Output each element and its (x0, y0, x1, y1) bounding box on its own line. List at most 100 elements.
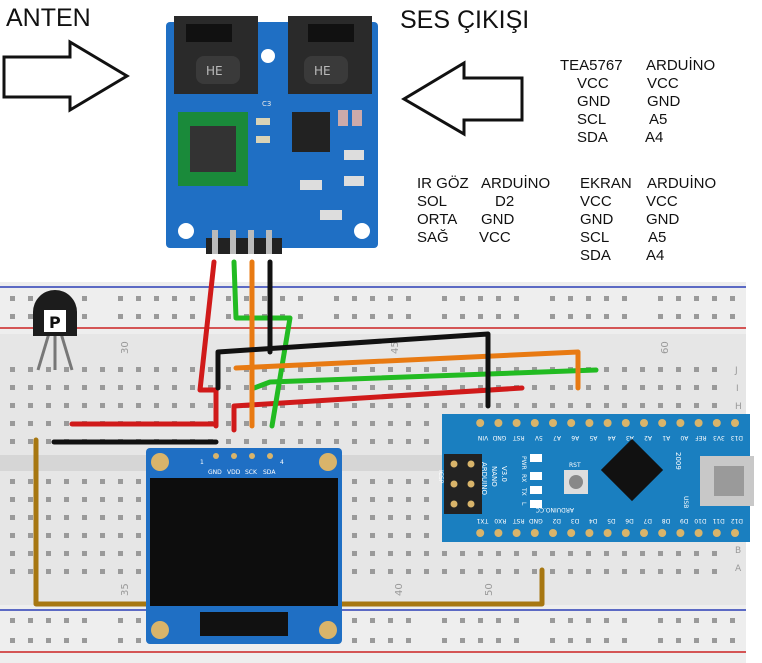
table-cell: GND (646, 211, 680, 228)
nano-pin-label: D10 (694, 517, 706, 524)
nano-pin-label: 3V3 (713, 434, 725, 441)
jack-mark: HE (206, 64, 223, 78)
nano-pin-label: GND (529, 517, 543, 524)
led-label: TX (520, 487, 527, 496)
wire-red (197, 259, 219, 429)
table-cell: VCC (647, 75, 679, 92)
nano-pin-label: D2 (552, 517, 561, 524)
row-letter: B (735, 546, 741, 556)
icsp-label: ICSP (437, 470, 444, 484)
table-cell: ORTA (417, 211, 458, 228)
table-cell: ARDUİNO (646, 57, 716, 74)
led-label: PWR (520, 456, 527, 470)
oled-display: 1 4 GND VDD SCK SDA (146, 448, 342, 644)
nano-pin-label: D4 (589, 517, 598, 524)
row-letter: J (734, 366, 738, 376)
table-cell: EKRAN (580, 175, 632, 192)
nano-pin-label: D7 (643, 517, 652, 524)
table-cell: SCL (577, 111, 607, 128)
table-cell: SDA (580, 247, 611, 264)
table-row: SCL A5 (580, 229, 716, 247)
nano-pin-label: A6 (571, 434, 579, 441)
nano-pads (476, 419, 739, 537)
table-header: IR GÖZ ARDUİNO (417, 175, 550, 193)
row-letter: A (735, 564, 742, 574)
table-cell: ARDUİNO (647, 175, 717, 192)
oled-pin-label: SCK (245, 469, 258, 476)
table-cell: ARDUİNO (481, 175, 551, 192)
nano-pin-label: REF (695, 434, 707, 441)
table-cell: VCC (479, 229, 511, 246)
table-cell: TEA5767 (560, 57, 623, 74)
nano-pin-label: D11 (712, 517, 724, 524)
audio-out-arrow (401, 60, 524, 137)
oled-pin-label: SDA (263, 469, 276, 476)
oled-pin-label: GND (208, 469, 222, 476)
table-row: SDA A4 (580, 247, 716, 265)
table-cell: A5 (648, 229, 667, 246)
nano-pin-label: VIN (478, 434, 488, 441)
table-row: SAĞ VCC (417, 229, 550, 247)
antenna-arrow (2, 39, 130, 113)
nano-pin-label: D13 (731, 434, 743, 441)
ir-sensor-marking: P (49, 313, 61, 332)
table-cell: A4 (645, 129, 664, 146)
nano-pin-label: D9 (680, 517, 689, 524)
nano-pin-label: A1 (662, 434, 670, 441)
table-cell: D2 (495, 193, 515, 210)
table-header: EKRAN ARDUİNO (580, 175, 716, 193)
table-cell: SAĞ (417, 229, 449, 246)
nano-pin-label: D12 (731, 517, 743, 524)
nano-label: V3.0 (500, 466, 508, 482)
table-cell: VCC (646, 193, 678, 210)
led-label: RX (520, 474, 527, 482)
table-row: SDA A4 (560, 129, 715, 147)
wire-red (231, 385, 525, 433)
table-cell: SDA (577, 129, 608, 146)
nano-pin-label: A5 (589, 434, 597, 441)
jack-mark: HE (314, 64, 331, 78)
column-number: 40 (394, 583, 405, 596)
year-label: 2009 (674, 452, 682, 470)
table-cell: GND (481, 211, 515, 228)
column-number: 35 (120, 583, 131, 596)
table-row: GND GND (560, 93, 715, 111)
nano-pin-labels: D13D123V3D11REFD10A0D9A1D8A2D7A3D6A4D5A5… (476, 434, 743, 524)
arduino-nano: D13D123V3D11REFD10A0D9A1D8A2D7A3D6A4D5A5… (437, 414, 754, 542)
nano-pin-label: A0 (680, 434, 688, 441)
nano-pin-label: TX1 (476, 517, 489, 524)
table-cell: GND (577, 93, 611, 110)
column-number: 30 (120, 341, 131, 354)
audio-out-label: SES ÇIKIŞI (400, 6, 530, 34)
nano-pin-label: D6 (625, 517, 634, 524)
table-header: TEA5767 ARDUİNO (560, 57, 715, 75)
tea-pin-table: TEA5767 ARDUİNO VCC VCC GND GND SCL A5 SDA A4 (560, 57, 715, 147)
table-cell: GND (647, 93, 681, 110)
nano-pin-label: D8 (662, 517, 671, 524)
table-cell: A5 (649, 111, 668, 128)
table-cell: SCL (580, 229, 610, 246)
nano-pin-label: RX0 (494, 517, 506, 524)
wire-black (215, 331, 491, 409)
oled-pin-number: 4 (280, 459, 284, 466)
table-cell: IR GÖZ (417, 175, 469, 192)
table-cell: A4 (646, 247, 665, 264)
radio-module: HE HE C3 (166, 16, 378, 254)
table-row: ORTA GND (417, 211, 550, 229)
nano-pin-label: D3 (571, 517, 580, 524)
row-letter: I (736, 384, 739, 394)
nano-pin-label: A3 (626, 434, 634, 441)
table-cell: GND (580, 211, 614, 228)
row-letter: H (735, 402, 742, 412)
wire-orange (233, 349, 581, 391)
nano-pin-label: GND (492, 434, 506, 441)
nano-pin-label: RST (513, 434, 525, 441)
wire-green (231, 259, 293, 429)
table-cell: VCC (577, 75, 609, 92)
nano-pin-label: A4 (607, 434, 615, 441)
